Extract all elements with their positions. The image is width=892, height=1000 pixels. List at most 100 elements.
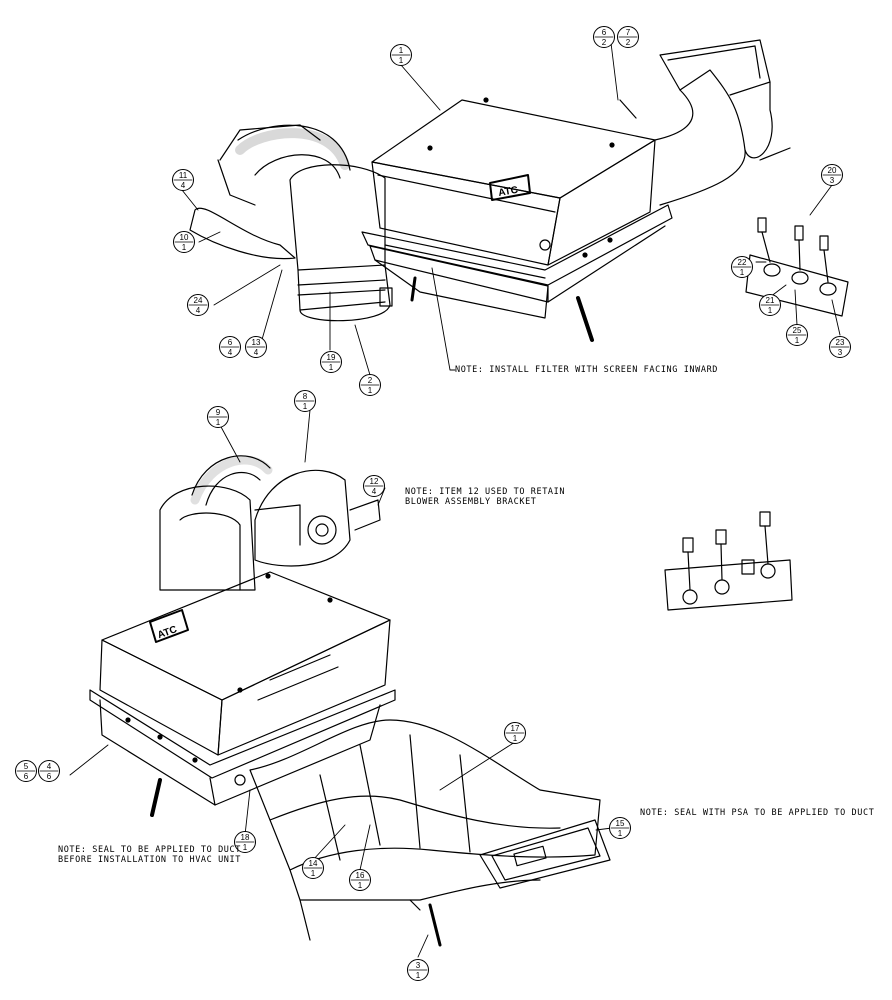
balloon-item-number: 6 bbox=[602, 28, 607, 37]
upper-hvac-view: ATC bbox=[189, 39, 849, 342]
balloon-item-number: 8 bbox=[303, 392, 308, 401]
atc-label-lower: ATC bbox=[149, 609, 189, 643]
note-seal-duct-line2: BEFORE INSTALLATION TO HVAC UNIT bbox=[58, 855, 241, 865]
balloon-item-25: 251 bbox=[786, 324, 808, 346]
balloon-item-number: 14 bbox=[309, 859, 318, 868]
balloon-item-number: 2 bbox=[368, 376, 373, 385]
balloon-item-number: 19 bbox=[327, 353, 336, 362]
balloon-item-number: 1 bbox=[399, 46, 404, 55]
balloon-quantity: 1 bbox=[216, 418, 221, 427]
balloon-item-7: 72 bbox=[617, 26, 639, 48]
balloon-quantity: 2 bbox=[626, 38, 631, 47]
balloon-item-number: 16 bbox=[356, 871, 365, 880]
outlet-duct-lower bbox=[249, 719, 601, 947]
balloon-item-12: 124 bbox=[363, 475, 385, 497]
balloon-item-number: 10 bbox=[180, 233, 189, 242]
control-panel-upper bbox=[745, 217, 849, 317]
atc-text-upper: ATC bbox=[497, 185, 518, 199]
balloon-item-2: 21 bbox=[359, 374, 381, 396]
balloon-quantity: 1 bbox=[740, 268, 745, 277]
balloon-item-14: 141 bbox=[302, 857, 324, 879]
balloon-item-4: 46 bbox=[38, 760, 60, 782]
balloon-quantity: 1 bbox=[416, 971, 421, 980]
balloon-item-number: 6 bbox=[228, 338, 233, 347]
balloon-quantity: 4 bbox=[181, 181, 186, 190]
balloon-item-20: 203 bbox=[821, 164, 843, 186]
balloon-item-number: 15 bbox=[616, 819, 625, 828]
balloon-quantity: 1 bbox=[513, 734, 518, 743]
balloon-quantity: 1 bbox=[243, 843, 248, 852]
balloon-quantity: 1 bbox=[768, 306, 773, 315]
balloon-item-number: 23 bbox=[836, 338, 845, 347]
balloon-item-3: 31 bbox=[407, 959, 429, 981]
balloon-quantity: 1 bbox=[303, 402, 308, 411]
balloon-item-number: 5 bbox=[24, 762, 29, 771]
balloon-quantity: 1 bbox=[399, 56, 404, 65]
balloon-quantity: 1 bbox=[311, 869, 316, 878]
note-seal-psa: NOTE: SEAL WITH PSA TO BE APPLIED TO DUC… bbox=[640, 808, 875, 818]
balloon-item-1: 11 bbox=[390, 44, 412, 66]
outlet-duct-upper bbox=[619, 39, 791, 206]
balloon-quantity: 1 bbox=[182, 243, 187, 252]
note-item12-line1: NOTE: ITEM 12 USED TO RETAIN bbox=[405, 487, 566, 497]
balloon-quantity: 4 bbox=[372, 487, 377, 496]
balloon-item-number: 21 bbox=[766, 296, 775, 305]
balloon-quantity: 6 bbox=[24, 772, 29, 781]
balloon-item-18: 181 bbox=[234, 831, 256, 853]
balloon-quantity: 1 bbox=[329, 363, 334, 372]
balloon-item-number: 17 bbox=[511, 724, 520, 733]
balloon-item-number: 24 bbox=[194, 296, 203, 305]
atc-label-upper: ATC bbox=[489, 174, 531, 201]
balloon-item-17: 171 bbox=[504, 722, 526, 744]
balloon-item-10: 101 bbox=[173, 231, 195, 253]
balloon-item-number: 3 bbox=[416, 961, 421, 970]
balloon-item-16: 161 bbox=[349, 869, 371, 891]
control-panel-lower bbox=[664, 511, 793, 611]
balloon-quantity: 3 bbox=[838, 348, 843, 357]
duct-register bbox=[479, 819, 611, 889]
leader-lines bbox=[69, 42, 841, 958]
balloon-item-9: 91 bbox=[207, 406, 229, 428]
balloon-quantity: 6 bbox=[47, 772, 52, 781]
balloon-item-6: 64 bbox=[219, 336, 241, 358]
balloon-quantity: 3 bbox=[830, 176, 835, 185]
balloon-item-number: 18 bbox=[241, 833, 250, 842]
balloon-item-13: 134 bbox=[245, 336, 267, 358]
balloon-quantity: 4 bbox=[196, 306, 201, 315]
filter-canister bbox=[289, 164, 393, 322]
balloon-quantity: 1 bbox=[618, 829, 623, 838]
balloon-item-number: 11 bbox=[179, 171, 188, 180]
balloon-item-21: 211 bbox=[759, 294, 781, 316]
lower-hvac-view: ATC bbox=[89, 455, 793, 947]
balloon-item-11: 114 bbox=[172, 169, 194, 191]
balloon-quantity: 4 bbox=[254, 348, 259, 357]
note-seal-duct-line1: NOTE: SEAL TO BE APPLIED TO DUCT bbox=[58, 845, 241, 855]
blower-assembly bbox=[159, 455, 381, 591]
balloon-item-24: 244 bbox=[187, 294, 209, 316]
balloon-item-5: 56 bbox=[15, 760, 37, 782]
balloon-item-number: 13 bbox=[252, 338, 261, 347]
note-filter: NOTE: INSTALL FILTER WITH SCREEN FACING … bbox=[455, 365, 719, 375]
balloon-quantity: 1 bbox=[368, 386, 373, 395]
balloon-item-number: 9 bbox=[216, 408, 221, 417]
hose-upper bbox=[189, 124, 351, 260]
balloon-item-15: 151 bbox=[609, 817, 631, 839]
balloon-item-8: 81 bbox=[294, 390, 316, 412]
balloon-quantity: 1 bbox=[795, 336, 800, 345]
balloon-item-number: 25 bbox=[793, 326, 802, 335]
balloon-item-number: 12 bbox=[370, 477, 379, 486]
balloon-item-6: 62 bbox=[593, 26, 615, 48]
balloon-item-number: 20 bbox=[828, 166, 837, 175]
balloon-item-number: 7 bbox=[626, 28, 631, 37]
balloon-quantity: 4 bbox=[228, 348, 233, 357]
balloon-item-number: 4 bbox=[47, 762, 52, 771]
balloon-quantity: 1 bbox=[358, 881, 363, 890]
balloon-quantity: 2 bbox=[602, 38, 607, 47]
balloon-item-number: 22 bbox=[738, 258, 747, 267]
balloon-item-19: 191 bbox=[320, 351, 342, 373]
hvac-housing-lower bbox=[89, 571, 396, 817]
note-item12-line2: BLOWER ASSEMBLY BRACKET bbox=[405, 497, 537, 507]
balloon-item-23: 233 bbox=[829, 336, 851, 358]
